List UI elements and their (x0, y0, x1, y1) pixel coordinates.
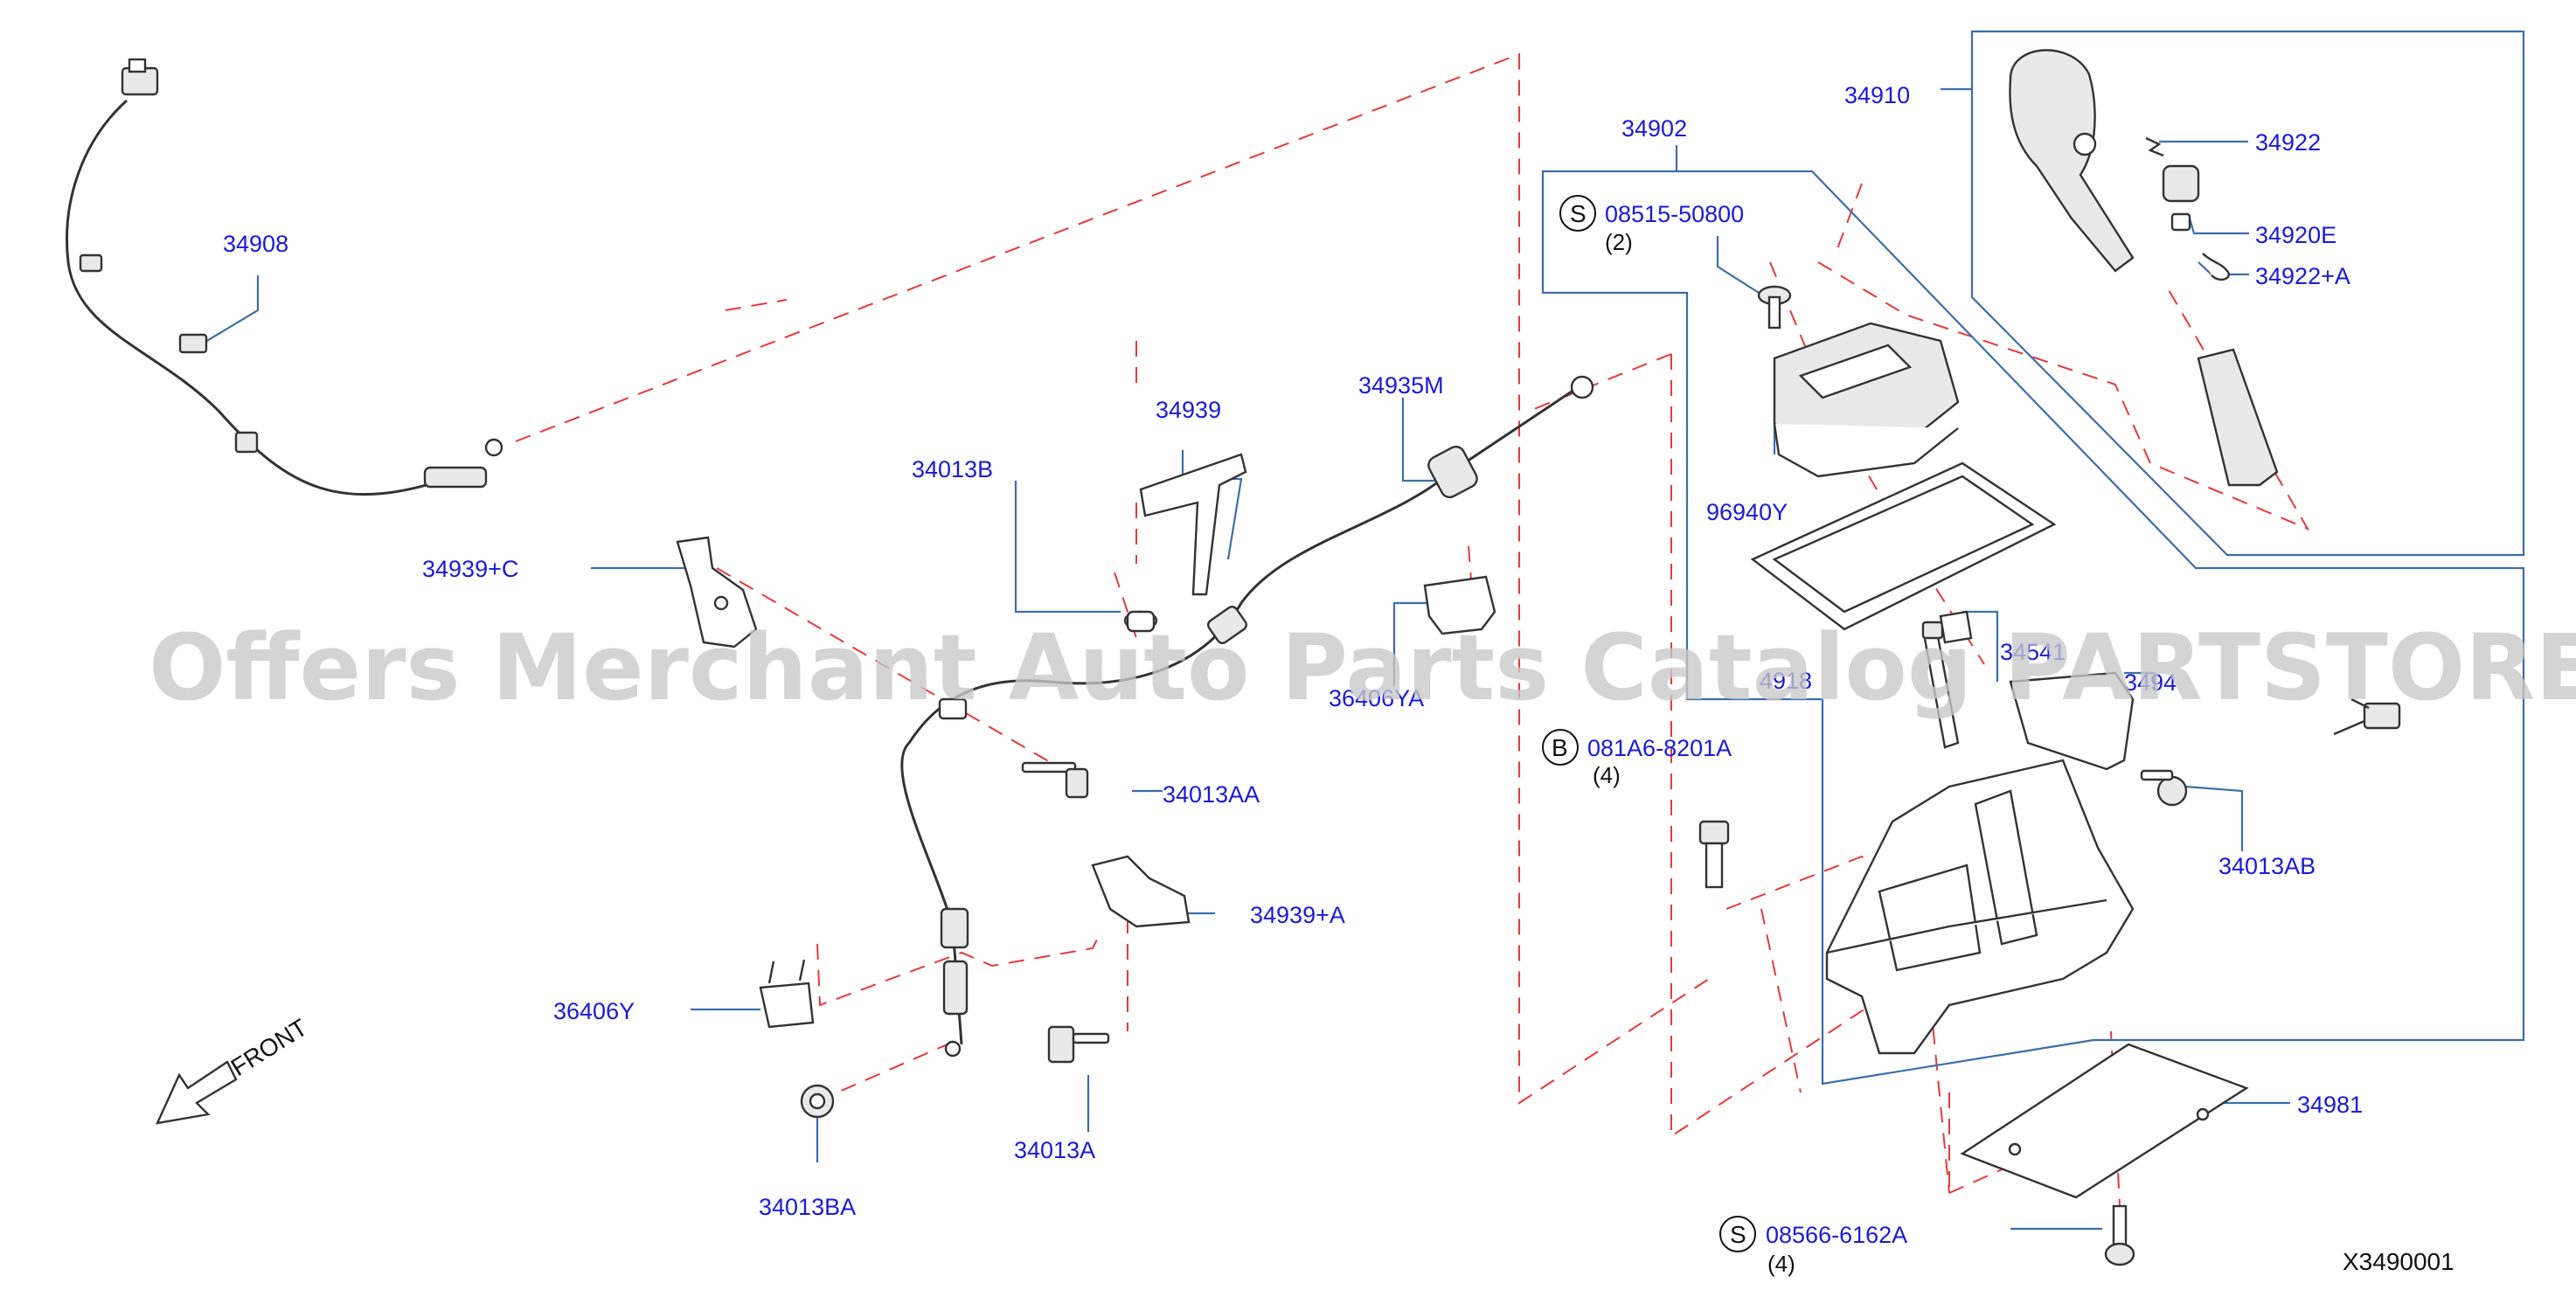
shifter-assembly (1698, 49, 2401, 1266)
qty-08566: (4) (1767, 1251, 1795, 1277)
bracket-34939 (1139, 453, 1247, 596)
bolt-34013ab-icon (2140, 769, 2188, 807)
bracket-34939a (1091, 855, 1191, 928)
label-34902: 34902 (1621, 115, 1687, 142)
bolt-34013aa-icon (1021, 761, 1089, 799)
label-34939: 34939 (1156, 397, 1221, 423)
assembly-boxes (1541, 30, 2525, 1085)
label-081a6-8201a: 081A6-8201A (1587, 735, 1732, 761)
front-arrow: FRONT (155, 1014, 312, 1125)
bracket-34541 (1939, 610, 1973, 644)
watermark: Offers Merchant Auto Parts Catalog PARTS… (149, 614, 2576, 721)
qty-081a6: (4) (1593, 762, 1621, 788)
label-34922a: 34922+A (2255, 263, 2350, 289)
label-34935m: 34935M (1358, 372, 1444, 399)
box-34910 (1970, 30, 2525, 557)
bolt-34013a-icon (1047, 1025, 1110, 1064)
label-34922: 34922 (2255, 129, 2321, 156)
label-34013a: 34013A (1014, 1137, 1095, 1163)
label-4918: 4918 (1760, 668, 1812, 694)
left-small-parts (676, 453, 1496, 1119)
label-34981: 34981 (2297, 1092, 2363, 1118)
label-34541: 34541 (2000, 639, 2066, 665)
label-96940y: 96940Y (1706, 499, 1788, 525)
small-connector-part (2333, 697, 2401, 736)
marker-s-08515: S (1570, 200, 1587, 227)
label-34939a: 34939+A (1250, 902, 1345, 928)
label-3494: 3494 (2124, 669, 2177, 696)
bracket-3494 (2009, 671, 2135, 771)
label-34939c: 34939+C (422, 556, 518, 582)
clip-36406y (759, 981, 815, 1029)
bolt-081a6-icon (1698, 820, 1730, 889)
label-08566-6162a: 08566-6162A (1766, 1222, 1907, 1248)
plate-34981 (1960, 1043, 2249, 1199)
clip-36406ya (1423, 575, 1496, 635)
shift-knob-34910 (2009, 49, 2135, 273)
label-34920e: 34920E (2255, 222, 2336, 248)
shift-cable-34935m (900, 375, 1594, 1058)
control-device-body (1825, 759, 2135, 1055)
bracket-34939c (676, 536, 758, 648)
diagram-id: X3490001 (2343, 1248, 2454, 1275)
label-34013ab: 34013AB (2218, 853, 2316, 879)
front-arrow-icon (155, 1060, 238, 1125)
lever-boot (2197, 348, 2279, 487)
label-34013b: 34013B (912, 456, 993, 482)
screw-08515-icon (1757, 285, 1792, 329)
label-34908: 34908 (223, 231, 288, 257)
markers: S B S (1542, 195, 1756, 1252)
label-36406ya: 36406YA (1329, 685, 1424, 711)
front-label: FRONT (226, 1014, 312, 1081)
select-cable-34908 (66, 58, 503, 496)
box-34902 (1541, 170, 2525, 1085)
clip-34922a-icon (2202, 253, 2230, 281)
button-34920e-icon (2162, 164, 2200, 232)
nut-34013ba-icon (800, 1084, 835, 1119)
label-36406y: 36406Y (553, 998, 635, 1024)
label-34910: 34910 (1844, 82, 1910, 108)
qty-08515: (2) (1605, 229, 1633, 255)
label-08515-50800: 08515-50800 (1605, 201, 1744, 227)
label-34013aa: 34013AA (1163, 781, 1260, 808)
label-34013ba: 34013BA (759, 1194, 856, 1220)
marker-b-081a6: B (1552, 734, 1568, 761)
bolt-08566-icon (2104, 1204, 2135, 1266)
spring-34922-icon (2145, 136, 2164, 157)
part-labels: 34908 34939 34013B 34935M 34939+C 36406Y… (223, 82, 2363, 1277)
marker-s-08566: S (1730, 1221, 1746, 1248)
